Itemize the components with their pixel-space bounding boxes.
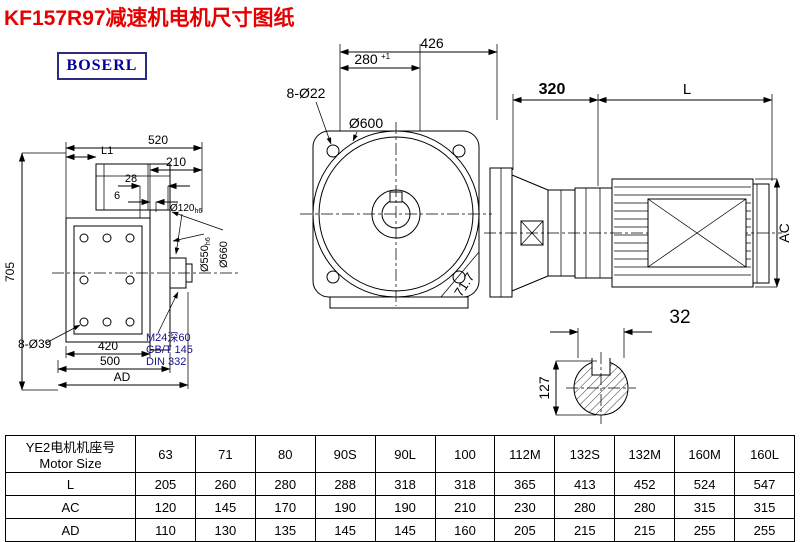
dim-value: 318 bbox=[374, 472, 436, 496]
dim-210: 210 bbox=[166, 155, 186, 169]
dim-value: 280 bbox=[554, 495, 616, 519]
size-col-header: 132S bbox=[554, 435, 616, 473]
table-row-AC: AC 120 145 170 190 190 210 230 280 280 3… bbox=[5, 495, 795, 519]
dim-8xd22-holes: 8-Ø22 bbox=[287, 85, 326, 101]
dim-value: 190 bbox=[374, 495, 436, 519]
dim-value: 120 bbox=[135, 495, 196, 519]
dim-value: 318 bbox=[434, 472, 496, 496]
dim-value: 255 bbox=[674, 518, 736, 542]
dim-value: 288 bbox=[314, 472, 376, 496]
dim-value: 145 bbox=[314, 518, 376, 542]
logo-text: BOSERL bbox=[66, 57, 138, 74]
dim-dia660: Ø660 bbox=[218, 241, 230, 268]
dim-320: 320 bbox=[539, 81, 566, 98]
dim-value: 135 bbox=[254, 518, 316, 542]
dim-L: L bbox=[683, 81, 691, 98]
row-label-AC: AC bbox=[5, 495, 136, 519]
dim-value: 145 bbox=[194, 495, 256, 519]
dim-value: 315 bbox=[674, 495, 736, 519]
dim-dia600: Ø600 bbox=[349, 115, 383, 131]
dim-value: 524 bbox=[674, 472, 736, 496]
technical-drawing: 426 280 +1 8-Ø22 Ø600 71.7 bbox=[3, 35, 792, 424]
dim-AD: AD bbox=[114, 370, 131, 384]
dim-value: 315 bbox=[734, 495, 795, 519]
dim-value: 255 bbox=[734, 518, 795, 542]
size-col-header: 71 bbox=[194, 435, 256, 473]
dim-426: 426 bbox=[420, 35, 444, 51]
motor-size-header-cell: YE2电机机座号 Motor Size bbox=[5, 435, 136, 473]
row-label-AD: AD bbox=[5, 518, 136, 542]
dim-value: 280 bbox=[614, 495, 676, 519]
dim-420: 420 bbox=[98, 339, 118, 353]
motor-side-view: 320 L AC bbox=[484, 81, 792, 298]
dim-value: 260 bbox=[194, 472, 256, 496]
top-dimensions: 426 280 +1 8-Ø22 bbox=[287, 35, 498, 145]
dim-value: 413 bbox=[554, 472, 616, 496]
dim-value: 110 bbox=[135, 518, 196, 542]
motor-dimension-table: YE2电机机座号 Motor Size 63 71 80 90S 90L 100… bbox=[5, 435, 795, 542]
dim-value: 280 bbox=[254, 472, 316, 496]
dim-dia550: Ø550h6 bbox=[199, 237, 212, 272]
dim-520: 520 bbox=[148, 133, 168, 147]
table-row-AD: AD 110 130 135 145 145 160 205 215 215 2… bbox=[5, 518, 795, 542]
dim-280: 280 bbox=[354, 51, 378, 67]
size-col-header: 80 bbox=[254, 435, 316, 473]
dim-8xd39-holes: 8-Ø39 bbox=[18, 337, 52, 351]
dim-dia120: Ø120h6 bbox=[170, 203, 202, 215]
size-col-header: 132M bbox=[614, 435, 676, 473]
dim-value: 205 bbox=[494, 518, 556, 542]
note-gbt145: GB/T 145 bbox=[146, 344, 193, 356]
dim-value: 215 bbox=[554, 518, 616, 542]
dim-angle-71-7: 71.7 bbox=[451, 270, 477, 299]
size-col-header: 160L bbox=[734, 435, 795, 473]
table-row-L: L 205 260 280 288 318 318 365 413 452 52… bbox=[5, 472, 795, 496]
dim-value: 170 bbox=[254, 495, 316, 519]
size-col-header: 160M bbox=[674, 435, 736, 473]
dim-value: 230 bbox=[494, 495, 556, 519]
size-col-header: 100 bbox=[434, 435, 496, 473]
table-header-row: YE2电机机座号 Motor Size 63 71 80 90S 90L 100… bbox=[5, 435, 795, 473]
boserl-logo: BOSERL bbox=[57, 52, 147, 80]
note-m24: M24深60 bbox=[146, 331, 191, 344]
shaft-end-view: 32 127 bbox=[536, 307, 691, 424]
dim-value: 130 bbox=[194, 518, 256, 542]
motor-size-label-cn: YE2电机机座号 bbox=[25, 440, 116, 455]
dim-value: 205 bbox=[135, 472, 196, 496]
dim-127: 127 bbox=[536, 376, 552, 400]
dim-value: 215 bbox=[614, 518, 676, 542]
dim-value: 452 bbox=[614, 472, 676, 496]
dim-value: 365 bbox=[494, 472, 556, 496]
dim-AC: AC bbox=[776, 223, 792, 242]
dim-6: 6 bbox=[114, 190, 120, 202]
dim-L1: L1 bbox=[101, 145, 113, 157]
page-title: KF157R97减速机电机尺寸图纸 bbox=[4, 7, 295, 30]
dim-500: 500 bbox=[100, 354, 120, 368]
size-col-header: 90L bbox=[374, 435, 436, 473]
dim-value: 145 bbox=[374, 518, 436, 542]
dim-value: 190 bbox=[314, 495, 376, 519]
dim-705: 705 bbox=[3, 262, 17, 282]
size-col-header: 63 bbox=[135, 435, 196, 473]
dim-32: 32 bbox=[669, 307, 690, 328]
dim-value: 160 bbox=[434, 518, 496, 542]
note-din332: DIN 332 bbox=[146, 356, 186, 368]
row-label-L: L bbox=[5, 472, 136, 496]
size-col-header: 112M bbox=[494, 435, 556, 473]
dim-value: 210 bbox=[434, 495, 496, 519]
front-view: Ø600 71.7 bbox=[300, 115, 492, 309]
motor-size-label-en: Motor Size bbox=[39, 456, 102, 471]
size-col-header: 90S bbox=[314, 435, 376, 473]
left-side-view: 705 520 L1 210 28 6 Ø120h6 Ø550h6 Ø660 M… bbox=[3, 133, 238, 391]
dim-28: 28 bbox=[125, 173, 137, 185]
dim-value: 547 bbox=[734, 472, 795, 496]
dim-280-tolerance: +1 bbox=[381, 52, 391, 61]
